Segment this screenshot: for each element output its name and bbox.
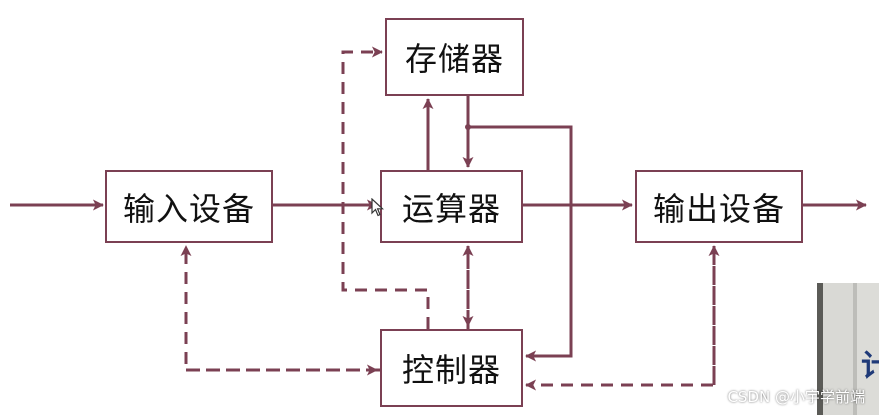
control-to-memory-dashed-arrow	[341, 46, 430, 329]
output-device-label: 输出设备	[652, 189, 785, 228]
watermark: CSDN @小宇学前端	[727, 388, 865, 406]
memory-label: 存储器	[404, 40, 504, 78]
memory-to-control-arrow	[468, 125, 573, 362]
mouse-pointer-icon	[371, 198, 385, 217]
output-device-box: 输出设备	[635, 170, 803, 243]
alu-box: 运算器	[380, 170, 523, 243]
memory-box: 存储器	[385, 18, 524, 96]
presenter-photo-strip: 计	[817, 283, 879, 415]
control-unit-label: 控制器	[401, 351, 501, 389]
input-device-label: 输入设备	[122, 189, 255, 228]
control-to-input-dashed-arrow	[180, 245, 380, 372]
alu-label: 运算器	[401, 189, 501, 228]
control-unit-box: 控制器	[380, 329, 523, 407]
input-device-box: 输入设备	[105, 170, 273, 243]
junction-dot	[465, 124, 471, 130]
output-to-control-dashed-arrow	[525, 246, 716, 391]
photo-glyph: 计	[861, 349, 879, 384]
